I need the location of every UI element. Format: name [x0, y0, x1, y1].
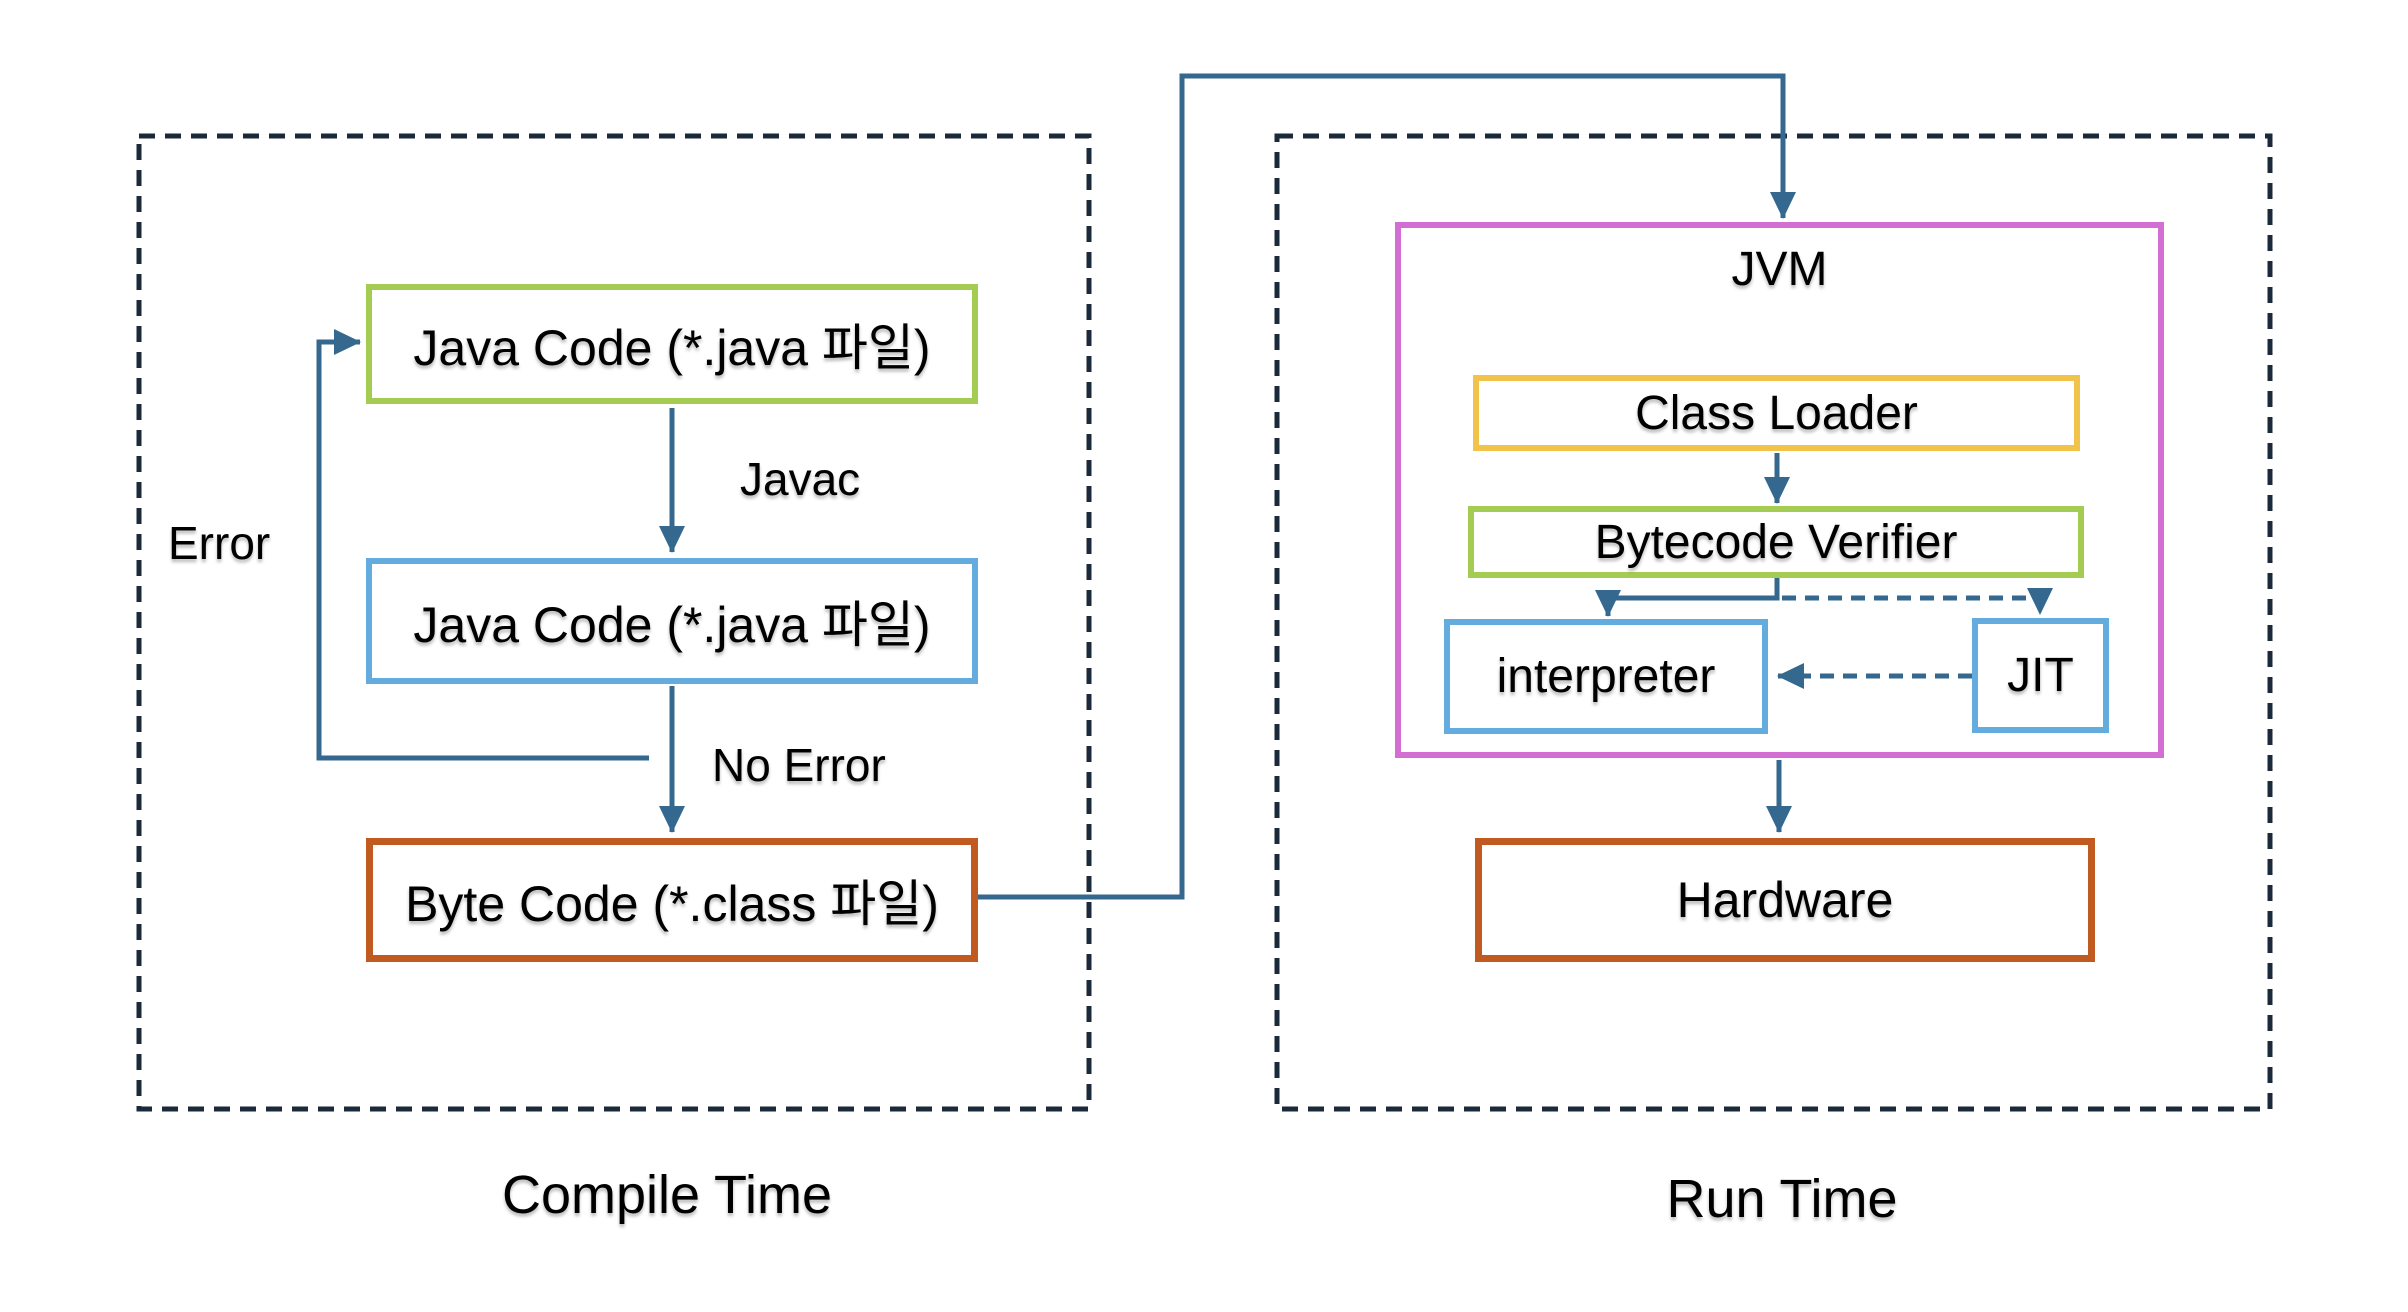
no-error-edge-label: No Error — [712, 739, 886, 791]
java-source-box: Java Code (*.java 파일) — [366, 284, 978, 404]
interpreter-label: interpreter — [1496, 650, 1716, 703]
javac-edge-label: Javac — [740, 453, 861, 505]
verifier-to-jit-dashed-arrow — [1782, 588, 2053, 615]
run-time-frame — [1274, 133, 2273, 1112]
java-compiled-box: Java Code (*.java 파일) — [366, 558, 978, 684]
interpreter-box: interpreter — [1444, 619, 1768, 734]
hardware-box: Hardware — [1475, 838, 2095, 962]
error-edge-label: Error — [168, 517, 271, 569]
jit-box: JIT — [1972, 618, 2109, 733]
java-source-label: Java Code (*.java 파일) — [413, 320, 931, 376]
jvm-box: JVM — [1395, 222, 2164, 758]
java-compiled-label: Java Code (*.java 파일) — [413, 597, 931, 653]
byte-code-label: Byte Code (*.class 파일) — [405, 876, 939, 932]
bytecode-verifier-box: Bytecode Verifier — [1468, 506, 2084, 578]
jvm-label: JVM — [1731, 243, 1828, 296]
bytecode-to-jvm-connector — [978, 73, 1796, 900]
jit-label: JIT — [2007, 649, 2074, 702]
class-loader-box: Class Loader — [1473, 375, 2080, 451]
compile-time-frame — [136, 133, 1092, 1112]
error-loop-arrow — [316, 329, 649, 761]
bytecode-verifier-label: Bytecode Verifier — [1594, 515, 1958, 569]
hardware-label: Hardware — [1676, 872, 1894, 928]
verifier-to-interpreter-arrow — [1595, 578, 1780, 617]
class-loader-label: Class Loader — [1635, 386, 1918, 440]
compile-time-label: Compile Time — [501, 1165, 833, 1225]
run-time-label: Run Time — [1666, 1169, 1898, 1229]
byte-code-box: Byte Code (*.class 파일) — [366, 838, 978, 962]
